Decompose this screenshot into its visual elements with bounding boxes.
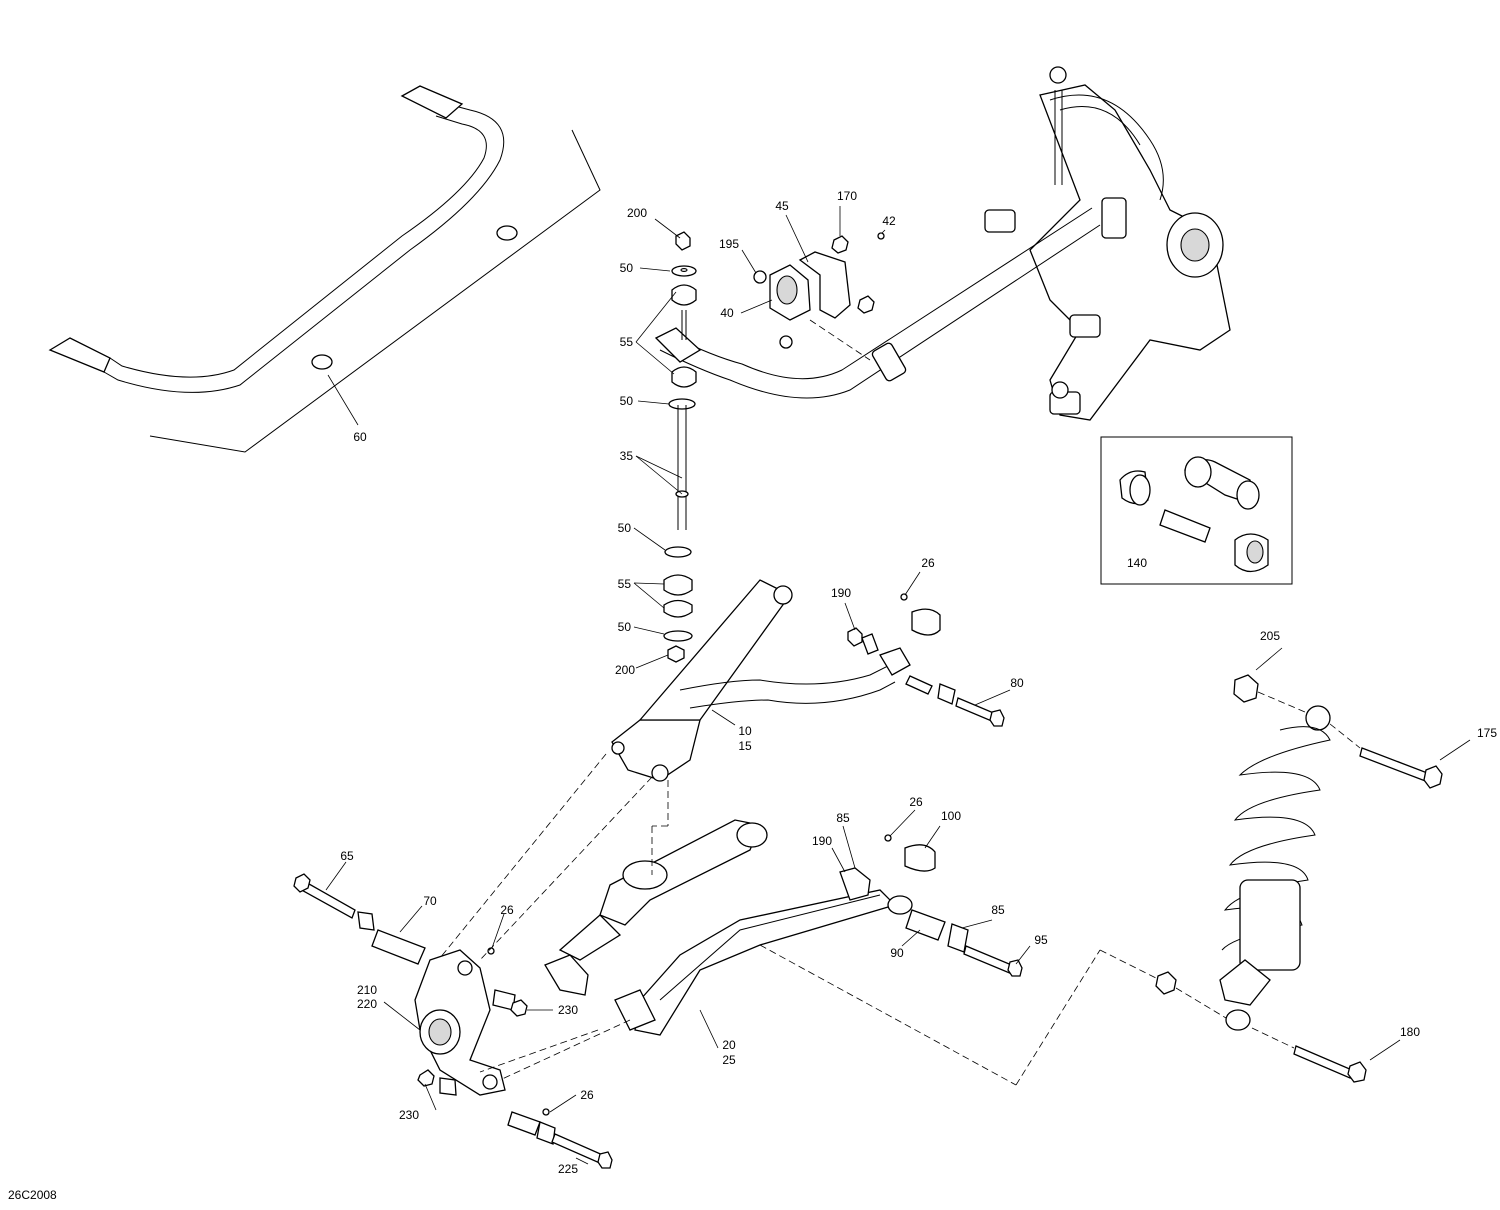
bushing-clamp-group bbox=[740, 206, 886, 361]
callout-55-bottom: 55 bbox=[618, 577, 632, 591]
callout-50-1: 50 bbox=[620, 261, 634, 275]
callout-200-bottom: 200 bbox=[615, 663, 635, 677]
lower-arm-hardware bbox=[831, 809, 1031, 977]
callout-100: 100 bbox=[941, 809, 961, 823]
callout-70: 70 bbox=[423, 894, 437, 908]
upper-arm-10-15 bbox=[611, 579, 911, 782]
callout-50-2: 50 bbox=[620, 394, 634, 408]
callout-65: 65 bbox=[340, 849, 354, 863]
callout-labels: 60 200 50 55 50 35 50 55 50 200 45 170 4… bbox=[8, 189, 1497, 1202]
drawing-number: 26C2008 bbox=[8, 1188, 57, 1202]
callout-26-bottom: 26 bbox=[580, 1088, 594, 1102]
callout-85-upper: 85 bbox=[836, 811, 850, 825]
alignment-lines bbox=[439, 753, 1157, 1086]
callout-50-3: 50 bbox=[618, 521, 632, 535]
knuckle-210-220 bbox=[383, 949, 506, 1096]
knuckle-hardware bbox=[293, 861, 613, 1169]
callout-230-left: 230 bbox=[399, 1108, 419, 1122]
callout-26-upper: 26 bbox=[921, 556, 935, 570]
callout-35: 35 bbox=[620, 449, 634, 463]
callout-95: 95 bbox=[1034, 933, 1048, 947]
nut-200-bottom bbox=[667, 645, 685, 663]
callout-80: 80 bbox=[1010, 676, 1024, 690]
callout-50-4: 50 bbox=[618, 620, 632, 634]
sway-bar-link-stack bbox=[633, 218, 697, 669]
callout-205: 205 bbox=[1260, 629, 1280, 643]
callout-55-top: 55 bbox=[620, 335, 634, 349]
callout-225: 225 bbox=[558, 1162, 578, 1176]
callout-60: 60 bbox=[353, 430, 367, 444]
callout-42: 42 bbox=[882, 214, 896, 228]
callout-170: 170 bbox=[837, 189, 857, 203]
callout-190-lower: 190 bbox=[812, 834, 832, 848]
shock-absorber bbox=[1155, 647, 1471, 1083]
callout-26-knuckle: 26 bbox=[500, 903, 514, 917]
callout-175: 175 bbox=[1477, 726, 1497, 740]
callout-40: 40 bbox=[720, 306, 734, 320]
lower-arm-20-25 bbox=[544, 780, 913, 1049]
sway-bar-60 bbox=[48, 85, 601, 453]
callout-85-lower: 85 bbox=[991, 903, 1005, 917]
nut-200-top bbox=[675, 231, 691, 251]
callout-26-lower: 26 bbox=[909, 795, 923, 809]
callout-195: 195 bbox=[719, 237, 739, 251]
callout-90: 90 bbox=[890, 946, 904, 960]
nut-205 bbox=[1233, 674, 1259, 703]
callout-200-top: 200 bbox=[627, 206, 647, 220]
bolt-170 bbox=[831, 235, 849, 254]
inset-bushing-kit-140 bbox=[1100, 436, 1293, 585]
callout-190-upper: 190 bbox=[831, 586, 851, 600]
nut-195 bbox=[753, 270, 767, 284]
rear-frame-assembly bbox=[984, 66, 1231, 421]
upper-arm-hardware bbox=[844, 571, 1011, 727]
callout-45: 45 bbox=[775, 199, 789, 213]
callout-230-right: 230 bbox=[558, 1003, 578, 1017]
clamp-45 bbox=[798, 251, 851, 319]
callout-140: 140 bbox=[1127, 556, 1147, 570]
sway-bar-installed bbox=[654, 207, 1101, 399]
callout-180: 180 bbox=[1400, 1025, 1420, 1039]
